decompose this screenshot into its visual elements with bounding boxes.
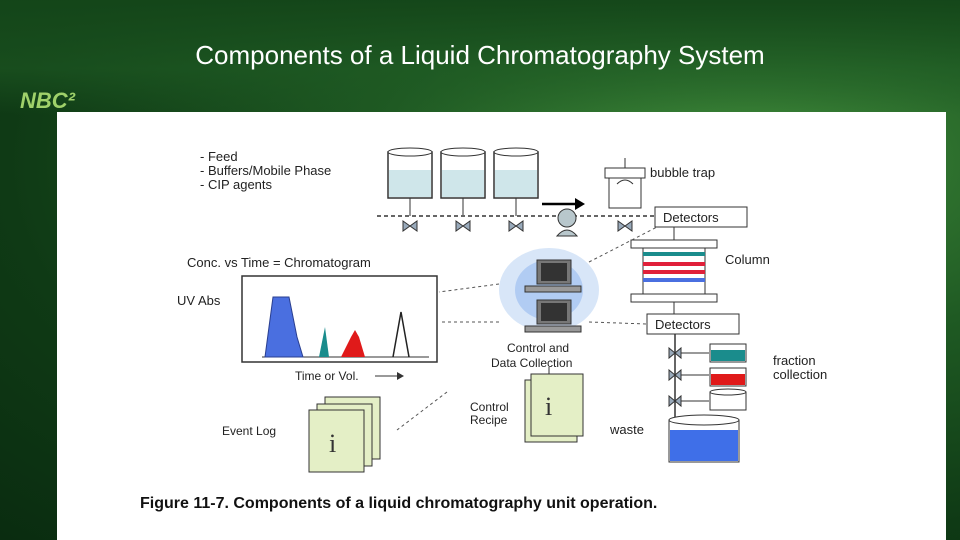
feed-list-item-feed: - Feed — [200, 149, 238, 164]
control-recipe-icon: i — [524, 373, 584, 443]
svg-text:i: i — [329, 429, 336, 458]
reservoir-2 — [440, 147, 486, 216]
bubble-trap-icon — [604, 158, 646, 232]
event-log-label: Event Log — [222, 424, 276, 438]
reservoir-1 — [387, 147, 433, 216]
detectors-top-label: Detectors — [663, 210, 719, 225]
feed-list-item-cip: - CIP agents — [200, 177, 273, 192]
chromatogram-peak-2 — [319, 327, 329, 357]
chromatogram-peak-3 — [341, 330, 365, 357]
figure-caption: Figure 11-7. Components of a liquid chro… — [140, 495, 658, 512]
reservoir-3 — [493, 147, 539, 216]
diagram-panel: - Feed - Buffers/Mobile Phase - CIP agen… — [57, 112, 946, 540]
control-recipe-line1: Control — [470, 400, 509, 414]
waste-container-icon — [668, 414, 740, 463]
chromatogram-title: Conc. vs Time = Chromatogram — [187, 255, 371, 270]
fraction-tube-empty — [709, 388, 747, 411]
link-event-log — [396, 391, 448, 431]
uv-abs-label: UV Abs — [177, 293, 221, 308]
time-axis-label: Time or Vol. — [295, 369, 359, 383]
slide-title: Components of a Liquid Chromatography Sy… — [195, 40, 765, 70]
chromatogram-plot — [262, 296, 429, 358]
valve-3 — [508, 220, 524, 232]
control-label-line1: Control and — [507, 341, 569, 355]
fraction-label-line1: fraction — [773, 353, 816, 368]
control-computer-icon — [499, 248, 599, 333]
header-background — [0, 0, 960, 115]
svg-text:i: i — [545, 392, 552, 421]
event-log-icon: i — [308, 396, 381, 473]
pump-icon — [555, 208, 579, 237]
fraction-valve-3 — [668, 394, 682, 408]
control-recipe-line2: Recipe — [470, 413, 508, 427]
detectors-bottom-label: Detectors — [655, 317, 711, 332]
link-computer-detectors-bottom — [588, 321, 648, 325]
valve-2 — [455, 220, 471, 232]
chromatogram-peak-4 — [392, 311, 410, 358]
link-computer-chromatogram — [438, 283, 500, 293]
lc-system-diagram: - Feed - Buffers/Mobile Phase - CIP agen… — [177, 147, 827, 473]
column-label: Column — [725, 252, 770, 267]
detectors-top-box — [654, 206, 748, 228]
fraction-tube-red — [709, 367, 747, 387]
control-label-line2: Data Collection — [491, 356, 572, 370]
waste-label: waste — [609, 422, 644, 437]
fraction-valve-1 — [668, 346, 682, 360]
detectors-bottom-box — [646, 313, 740, 335]
chromatogram-peak-1 — [264, 296, 304, 358]
link-computer-detectors-top — [588, 226, 658, 263]
column-icon — [630, 239, 718, 303]
fraction-tube-teal — [709, 343, 747, 363]
feed-list-item-buffers: - Buffers/Mobile Phase — [200, 163, 331, 178]
nbc-logo: NBC² — [20, 88, 75, 113]
bubble-trap-label: bubble trap — [650, 165, 715, 180]
fraction-valve-2 — [668, 368, 682, 382]
fraction-label-line2: collection — [773, 367, 827, 382]
valve-1 — [402, 220, 418, 232]
